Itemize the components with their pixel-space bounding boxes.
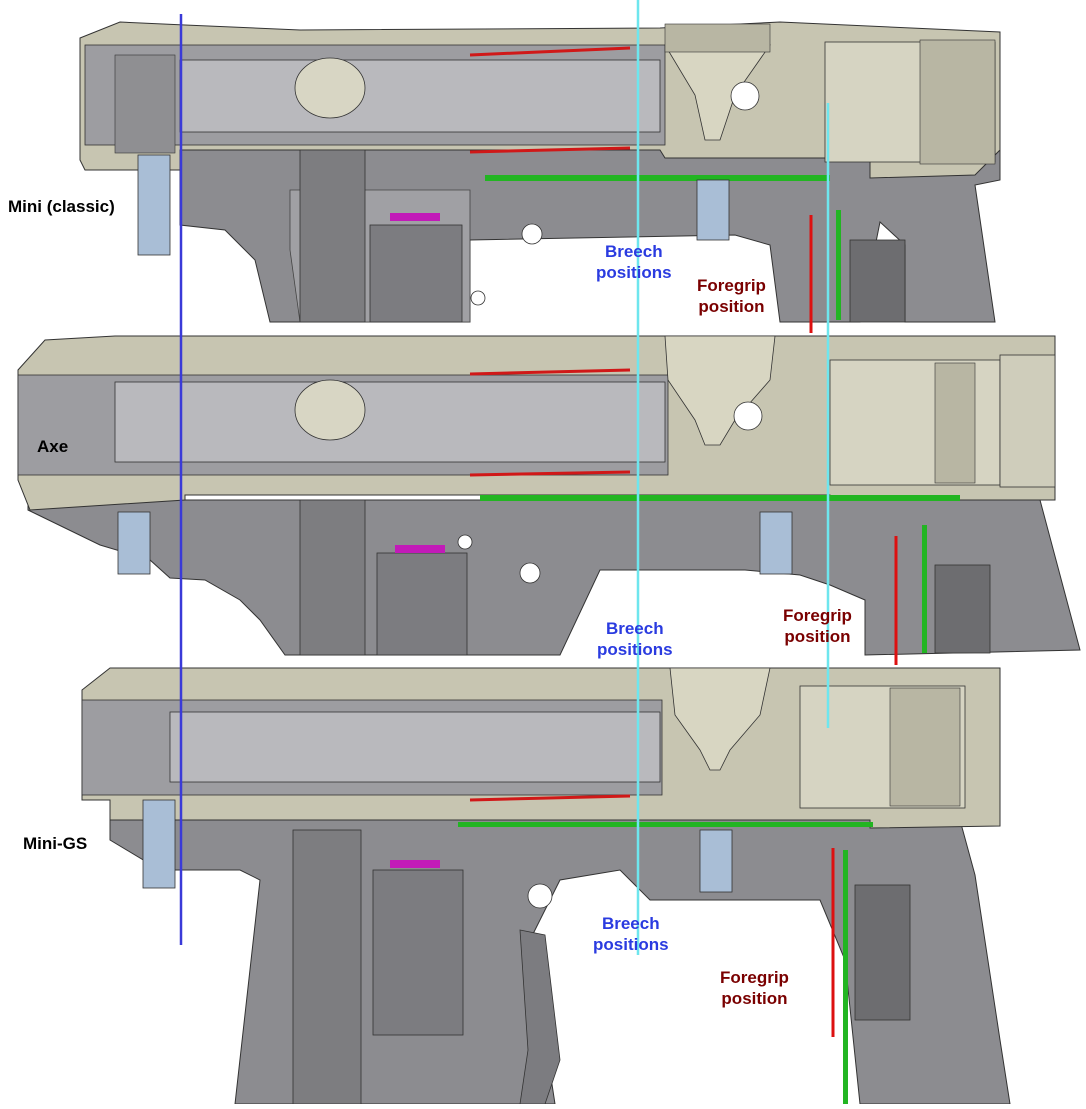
- threads: [114, 54, 176, 154]
- solenoid-stem: [299, 499, 366, 656]
- breech-label-mini-gs: Breech positions: [593, 914, 669, 954]
- panel-mini-gs: [81, 667, 1011, 1105]
- pcb-riser: [922, 525, 927, 653]
- bolt-port: [294, 57, 366, 119]
- front-threads: [919, 39, 996, 165]
- oring: [395, 545, 445, 553]
- top-threads: [664, 23, 771, 53]
- solenoid-body: [376, 552, 468, 656]
- solenoid-stem: [292, 829, 362, 1105]
- front-screw: [696, 179, 730, 241]
- bolt-port: [294, 379, 366, 441]
- model-label-axe: Axe: [37, 437, 69, 456]
- trigger-pin: [521, 223, 543, 245]
- pcb-board: [458, 822, 873, 827]
- solenoid-body: [372, 869, 464, 1036]
- front-screw: [699, 829, 733, 893]
- breech-label-axe: Breech positions: [597, 619, 673, 659]
- foregrip-label-mini-classic: Foregrip position: [697, 276, 766, 316]
- spring-top: [469, 46, 631, 154]
- front-screw: [759, 511, 793, 575]
- trigger-pin: [519, 562, 541, 584]
- rear-screw: [137, 154, 171, 256]
- panel-axe: [17, 335, 1081, 656]
- spring-top: [469, 794, 631, 802]
- solenoid-body: [369, 224, 463, 323]
- spring-top: [469, 368, 631, 477]
- model-label-mini-gs: Mini-GS: [23, 834, 88, 853]
- sear-pin: [457, 534, 473, 550]
- detent-hole: [730, 81, 760, 111]
- bolt: [169, 711, 661, 783]
- panel-mini-classic: [79, 21, 1001, 323]
- foregrip-label-mini-gs: Foregrip position: [720, 968, 789, 1008]
- trigger: [519, 929, 561, 1105]
- rear-screw: [142, 799, 176, 889]
- sear-pin: [470, 290, 486, 306]
- battery: [934, 564, 991, 654]
- bolt: [179, 59, 661, 133]
- front-threads: [889, 687, 961, 807]
- feed-neck: [664, 335, 776, 446]
- trigger-pin: [527, 883, 553, 909]
- pcb-board: [480, 495, 960, 501]
- model-label-mini-classic: Mini (classic): [8, 197, 115, 216]
- battery: [854, 884, 911, 1021]
- end-cap: [999, 354, 1056, 488]
- detent-hole: [733, 401, 763, 431]
- pcb-board: [485, 175, 830, 181]
- front-threads: [934, 362, 976, 484]
- bolt: [114, 381, 666, 463]
- battery: [849, 239, 906, 323]
- pcb-riser: [836, 210, 841, 320]
- feed-neck: [669, 667, 771, 771]
- solenoid-stem: [299, 149, 366, 323]
- oring: [390, 213, 440, 221]
- pcb-riser: [843, 850, 848, 1104]
- oring: [390, 860, 440, 868]
- foregrip-label-axe: Foregrip position: [783, 606, 852, 646]
- breech-label-mini-classic: Breech positions: [596, 242, 672, 282]
- rear-screw: [117, 511, 151, 575]
